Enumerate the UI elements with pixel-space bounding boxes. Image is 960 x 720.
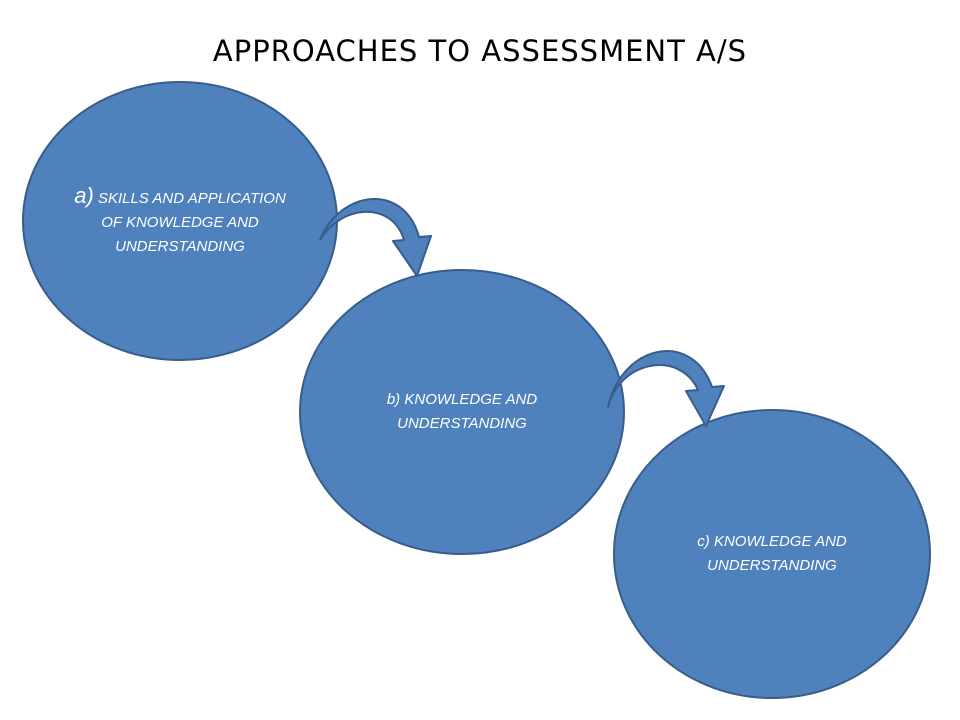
curved-arrow-icon (607, 350, 725, 427)
node-c-text: KNOWLEDGE AND UNDERSTANDING (707, 533, 847, 574)
node-b-prefix: b) (386, 391, 401, 408)
node-a-prefix: a) (74, 182, 94, 208)
node-a-text: SKILLS AND APPLICATION OF KNOWLEDGE AND … (97, 189, 286, 255)
node-c-label: c) KNOWLEDGE AND UNDERSTANDING (662, 522, 882, 586)
node-b-label: b) KNOWLEDGE AND UNDERSTANDING (352, 380, 572, 444)
curved-arrow-icon (319, 198, 432, 277)
node-a-label: a) SKILLS AND APPLICATION OF KNOWLEDGE A… (70, 160, 290, 282)
node-c-ellipse (613, 409, 931, 699)
slide-title: APPROACHES TO ASSESSMENT A/S (212, 34, 748, 68)
node-c-prefix: c) (697, 533, 710, 550)
node-b-ellipse (299, 269, 625, 555)
node-b-text: KNOWLEDGE AND UNDERSTANDING (397, 391, 538, 432)
